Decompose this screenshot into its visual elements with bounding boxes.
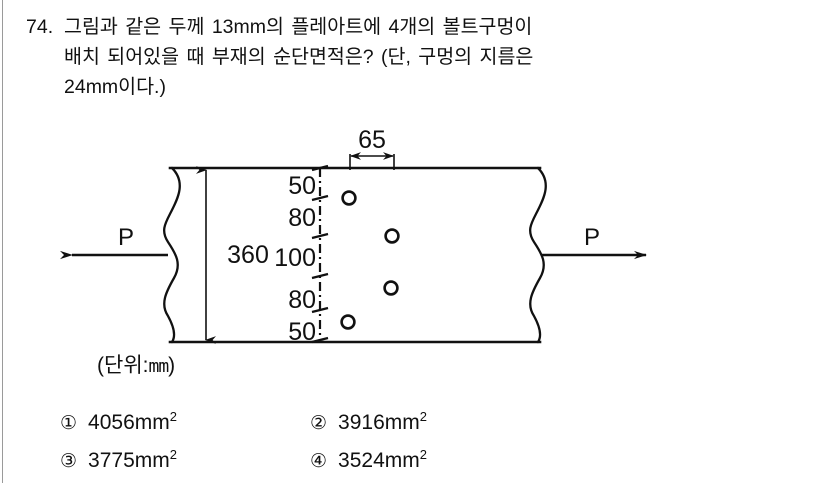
choice-option-3[interactable]: ③ 3775mm2 <box>60 448 310 475</box>
question-line-3: 24mm이다.) <box>64 76 166 98</box>
choice-exponent-1: 2 <box>169 408 177 424</box>
spacing-label-50-bottom: 50 <box>288 318 316 346</box>
unit-note-unit: mm <box>148 356 169 377</box>
question-number: 74. <box>26 16 54 38</box>
choice-label-1: 4056mm2 <box>88 410 177 436</box>
choice-value-3: 3775mm <box>88 448 170 472</box>
unit-note-prefix: (단위 <box>97 354 143 377</box>
answer-choices: ① 4056mm2 ② 3916mm2 ③ 3775mm2 ④ 3524mm2 <box>60 404 620 480</box>
question-block: 74. 그림과 같은 두께 13mm의 플레아트에 4개의 볼트구멍이 배치 되… <box>26 12 726 102</box>
break-line-left <box>163 166 181 344</box>
spacing-label-80-bottom: 80 <box>288 286 316 314</box>
choice-exponent-4: 2 <box>419 446 427 462</box>
unit-note-suffix: ) <box>168 354 176 377</box>
choice-value-4: 3524mm <box>338 448 420 472</box>
choice-option-4[interactable]: ④ 3524mm2 <box>310 448 560 475</box>
question-text: 그림과 같은 두께 13mm의 플레아트에 4개의 볼트구멍이 배치 되어있을 … <box>64 12 726 102</box>
figure-diagram: 360 50 80 100 80 50 <box>0 108 826 373</box>
choice-exponent-3: 2 <box>169 446 177 462</box>
unit-note: (단위:mm) <box>97 352 175 381</box>
choice-option-1[interactable]: ① 4056mm2 <box>60 410 310 437</box>
choice-marker-1: ① <box>60 412 78 434</box>
bolt-hole <box>384 228 400 244</box>
choice-value-1: 4056mm <box>88 410 170 434</box>
question-line-1: 그림과 같은 두께 13mm의 플레아트에 4개의 볼트구멍이 <box>64 16 533 38</box>
choice-row: ① 4056mm2 ② 3916mm2 <box>60 404 620 442</box>
choice-label-3: 3775mm2 <box>88 448 177 474</box>
bolt-hole <box>340 314 356 330</box>
spacing-label-50-top: 50 <box>288 172 316 200</box>
dimension-pitch-65 <box>349 152 395 170</box>
choice-marker-4: ④ <box>310 450 328 472</box>
choice-marker-3: ③ <box>60 450 78 472</box>
spacing-label-80-top: 80 <box>288 204 316 232</box>
break-line-right <box>529 166 547 344</box>
spacing-label-100: 100 <box>274 244 316 272</box>
dimension-chain-line <box>311 164 329 344</box>
bolt-hole <box>383 280 399 296</box>
choice-label-4: 3524mm2 <box>338 448 427 474</box>
page-left-rule <box>2 0 3 483</box>
load-label-right: P <box>584 224 600 251</box>
bolt-hole <box>341 190 357 206</box>
dimension-label-360: 360 <box>227 241 269 269</box>
dimension-label-65: 65 <box>358 126 386 154</box>
plate-outline <box>168 166 542 344</box>
choice-row: ③ 3775mm2 ④ 3524mm2 <box>60 442 620 480</box>
choice-value-2: 3916mm <box>338 410 420 434</box>
choice-marker-2: ② <box>310 412 328 434</box>
question-line-2: 배치 되어있을 때 부재의 순단면적은? (단, 구멍의 지름은 <box>64 46 534 68</box>
choice-exponent-2: 2 <box>419 408 427 424</box>
choice-option-2[interactable]: ② 3916mm2 <box>310 410 560 437</box>
bolt-holes <box>340 190 400 330</box>
unit-note-colon: : <box>142 354 149 377</box>
choice-label-2: 3916mm2 <box>338 410 427 436</box>
load-label-left: P <box>118 224 134 251</box>
